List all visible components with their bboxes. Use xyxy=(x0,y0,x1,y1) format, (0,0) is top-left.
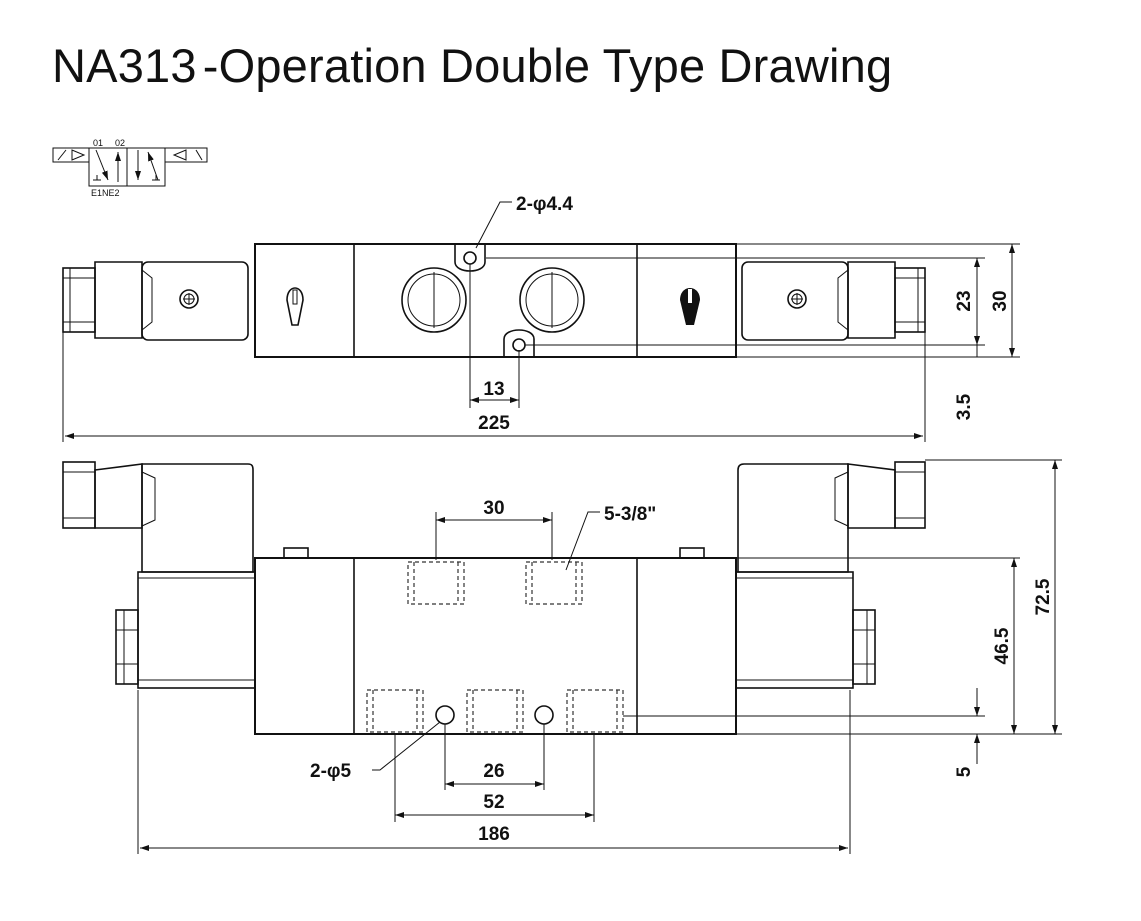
port-top-right xyxy=(525,561,583,605)
left-coil-housing xyxy=(94,261,143,339)
dim-186: 186 xyxy=(478,824,510,845)
right-side-actuator xyxy=(852,609,876,685)
port-thread-label: 5-3/8" xyxy=(604,504,656,525)
dim-46-5: 46.5 xyxy=(992,627,1013,664)
mount-hole-top xyxy=(463,251,477,265)
valve-body-front xyxy=(254,557,737,735)
dim-52: 52 xyxy=(483,792,504,813)
front-hole-label: 2-φ5 xyxy=(310,761,351,782)
mount-hole-front-right xyxy=(534,705,554,725)
page-title: NA313-Operation Double Type Drawing xyxy=(52,38,892,93)
port-circle-right xyxy=(519,267,585,333)
right-screw-icon xyxy=(787,289,807,309)
port-circle-left xyxy=(401,267,467,333)
right-front-coil xyxy=(737,463,849,573)
dim-30-top: 30 xyxy=(990,290,1011,311)
title-text: -Operation Double Type Drawing xyxy=(202,39,893,92)
mount-hole-dim-label: 2-φ4.4 xyxy=(516,194,573,215)
port-02-label: 02 xyxy=(115,138,125,148)
right-coil-housing xyxy=(847,261,896,339)
mount-tab-bottom xyxy=(503,329,535,357)
mount-hole-front-left xyxy=(435,705,455,725)
right-connector-nut xyxy=(894,267,926,333)
left-side-actuator xyxy=(115,609,139,685)
pneumatic-symbol: 01 02 E1NE2 xyxy=(52,138,208,198)
left-front-coil xyxy=(141,463,254,573)
top-view: 2-φ4.4 13 225 23 30 3.5 xyxy=(62,194,1020,442)
dim-30-front: 30 xyxy=(483,498,504,519)
dim-13: 13 xyxy=(483,379,504,400)
left-coil-cover xyxy=(141,261,249,341)
right-coil-cover xyxy=(741,261,849,341)
right-front-connector xyxy=(894,461,926,529)
left-manual-override-icon xyxy=(286,287,304,326)
port-bottom-right xyxy=(566,689,624,733)
port-01-label: 01 xyxy=(93,138,103,148)
front-view: 30 5-3/8" 2-φ5 26 52 186 72.5 46.5 5 xyxy=(62,459,1062,854)
right-manual-override-icon xyxy=(680,288,700,325)
right-coil-base xyxy=(735,571,854,689)
valve-body-top xyxy=(254,243,737,358)
port-bottom-left xyxy=(366,689,424,733)
dim-23: 23 xyxy=(954,290,975,311)
dim-72-5: 72.5 xyxy=(1033,578,1054,615)
dim-26: 26 xyxy=(483,761,504,782)
left-coil-base xyxy=(137,571,256,689)
port-top-left xyxy=(407,561,465,605)
model-number: NA313 xyxy=(52,39,197,92)
dim-5: 5 xyxy=(954,766,975,777)
mount-hole-bottom xyxy=(512,338,526,352)
exhaust-ports-label: E1NE2 xyxy=(91,188,120,198)
left-screw-icon xyxy=(179,289,199,309)
dim-225: 225 xyxy=(478,413,510,434)
port-bottom-center xyxy=(466,689,524,733)
dim-3-5: 3.5 xyxy=(954,393,975,420)
